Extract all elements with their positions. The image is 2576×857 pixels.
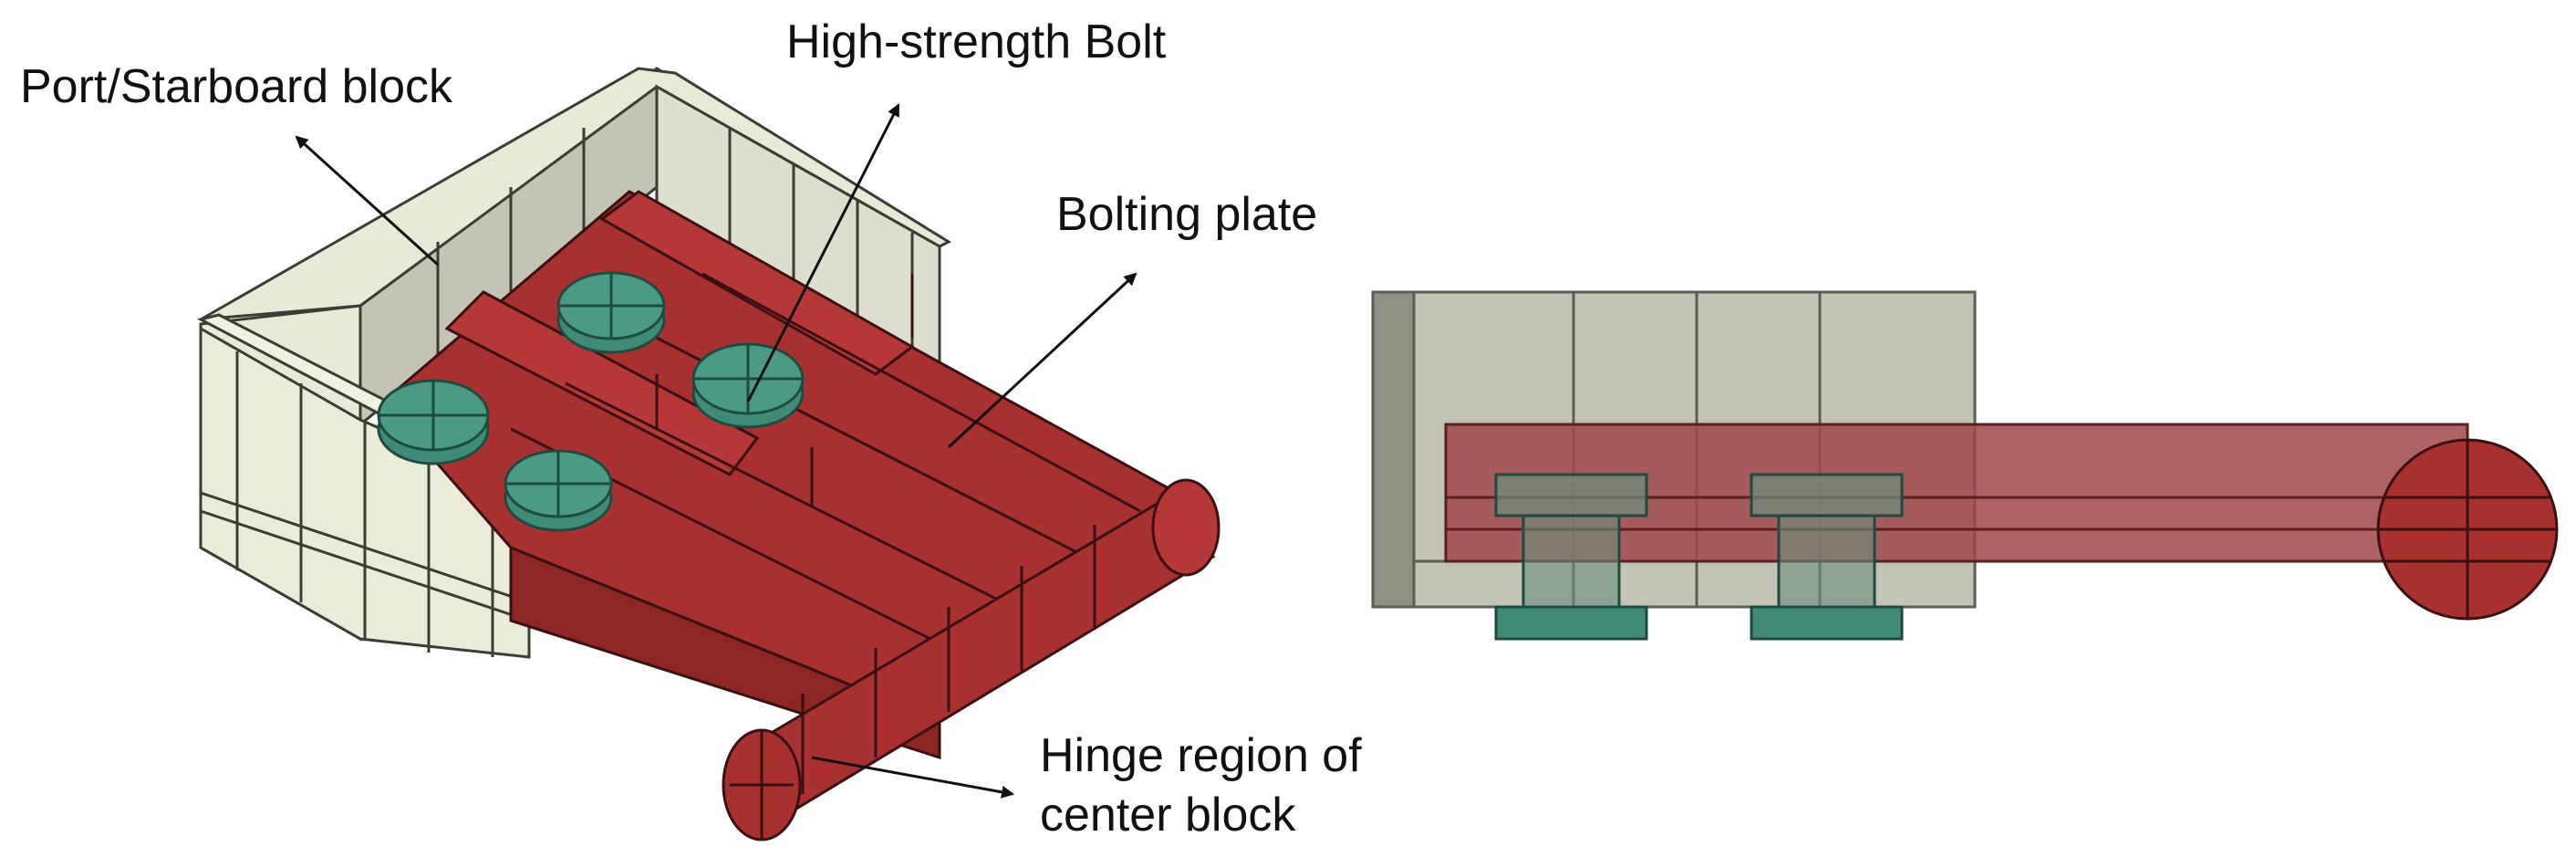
arrow-hinge: [811, 756, 1014, 799]
bolt-4: [691, 342, 805, 429]
side-block-left-strip: [1371, 290, 1416, 609]
label-bolting-plate: Bolting plate: [1056, 188, 1317, 241]
side-bolt-2-shank: [1777, 514, 1876, 609]
side-bolt-2-head: [1750, 473, 1904, 517]
label-port-starboard-block: Port/Starboard block: [20, 60, 453, 113]
arrow-port-starboard: [295, 135, 440, 267]
arrow-bolt: [746, 103, 900, 402]
side-bolts: [1494, 473, 1904, 641]
isometric-model: [196, 67, 1220, 841]
side-hinge-circle: [2376, 438, 2559, 621]
side-bolt-2-nut: [1750, 605, 1904, 641]
side-bolt-1-head: [1494, 473, 1648, 517]
arrow-bolting-plate: [947, 272, 1137, 449]
label-hinge-line1: Hinge region of: [1040, 729, 1362, 782]
bolt-2: [556, 271, 666, 354]
label-high-strength-bolt: High-strength Bolt: [786, 16, 1167, 68]
side-bolt-1-nut: [1494, 605, 1648, 641]
hinge-cylinder-3d: [722, 478, 1220, 841]
bolt-1: [377, 379, 490, 465]
side-view-model: [1371, 290, 2559, 641]
leader-arrows: [295, 103, 1137, 799]
side-bolt-1-shank: [1522, 514, 1621, 609]
label-hinge-line2: center block: [1040, 789, 1296, 841]
high-strength-bolts-3d: [377, 271, 805, 532]
bolt-3: [504, 449, 613, 532]
